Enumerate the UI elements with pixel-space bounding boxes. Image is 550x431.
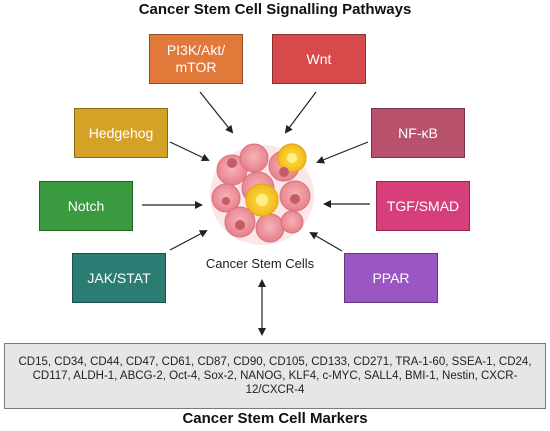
arrow-pi3k <box>199 91 234 134</box>
diagram-title: Cancer Stem Cell Signalling Pathways <box>138 1 412 18</box>
pathway-hedgehog: Hedgehog <box>74 108 168 158</box>
arrow-ppar <box>309 231 343 252</box>
arrow-jak <box>169 230 208 251</box>
pathway-tgf-smad: TGF/SMAD <box>376 181 470 231</box>
markers-list: CD15, CD34, CD44, CD47, CD61, CD87, CD90… <box>18 356 532 396</box>
pathway-notch: Notch <box>39 181 133 231</box>
pathway-ppar: PPAR <box>344 253 438 303</box>
markers-box: CD15, CD34, CD44, CD47, CD61, CD87, CD90… <box>4 343 546 409</box>
pathway-wnt: Wnt <box>272 34 366 84</box>
pathway-jak-stat: JAK/STAT <box>72 253 166 303</box>
pathway-nf-kb: NF-κB <box>371 108 465 158</box>
arrow-hedgehog <box>169 141 210 162</box>
pathway-pi3k-akt-mtor: PI3K/Akt/ mTOR <box>149 34 243 84</box>
cancer-cell-cluster-icon <box>210 143 314 245</box>
arrow-wnt <box>284 91 317 134</box>
cancer-stem-cells-label: Cancer Stem Cells <box>205 256 315 271</box>
arrow-nfkb <box>316 141 369 164</box>
markers-title: Cancer Stem Cell Markers <box>182 410 368 427</box>
